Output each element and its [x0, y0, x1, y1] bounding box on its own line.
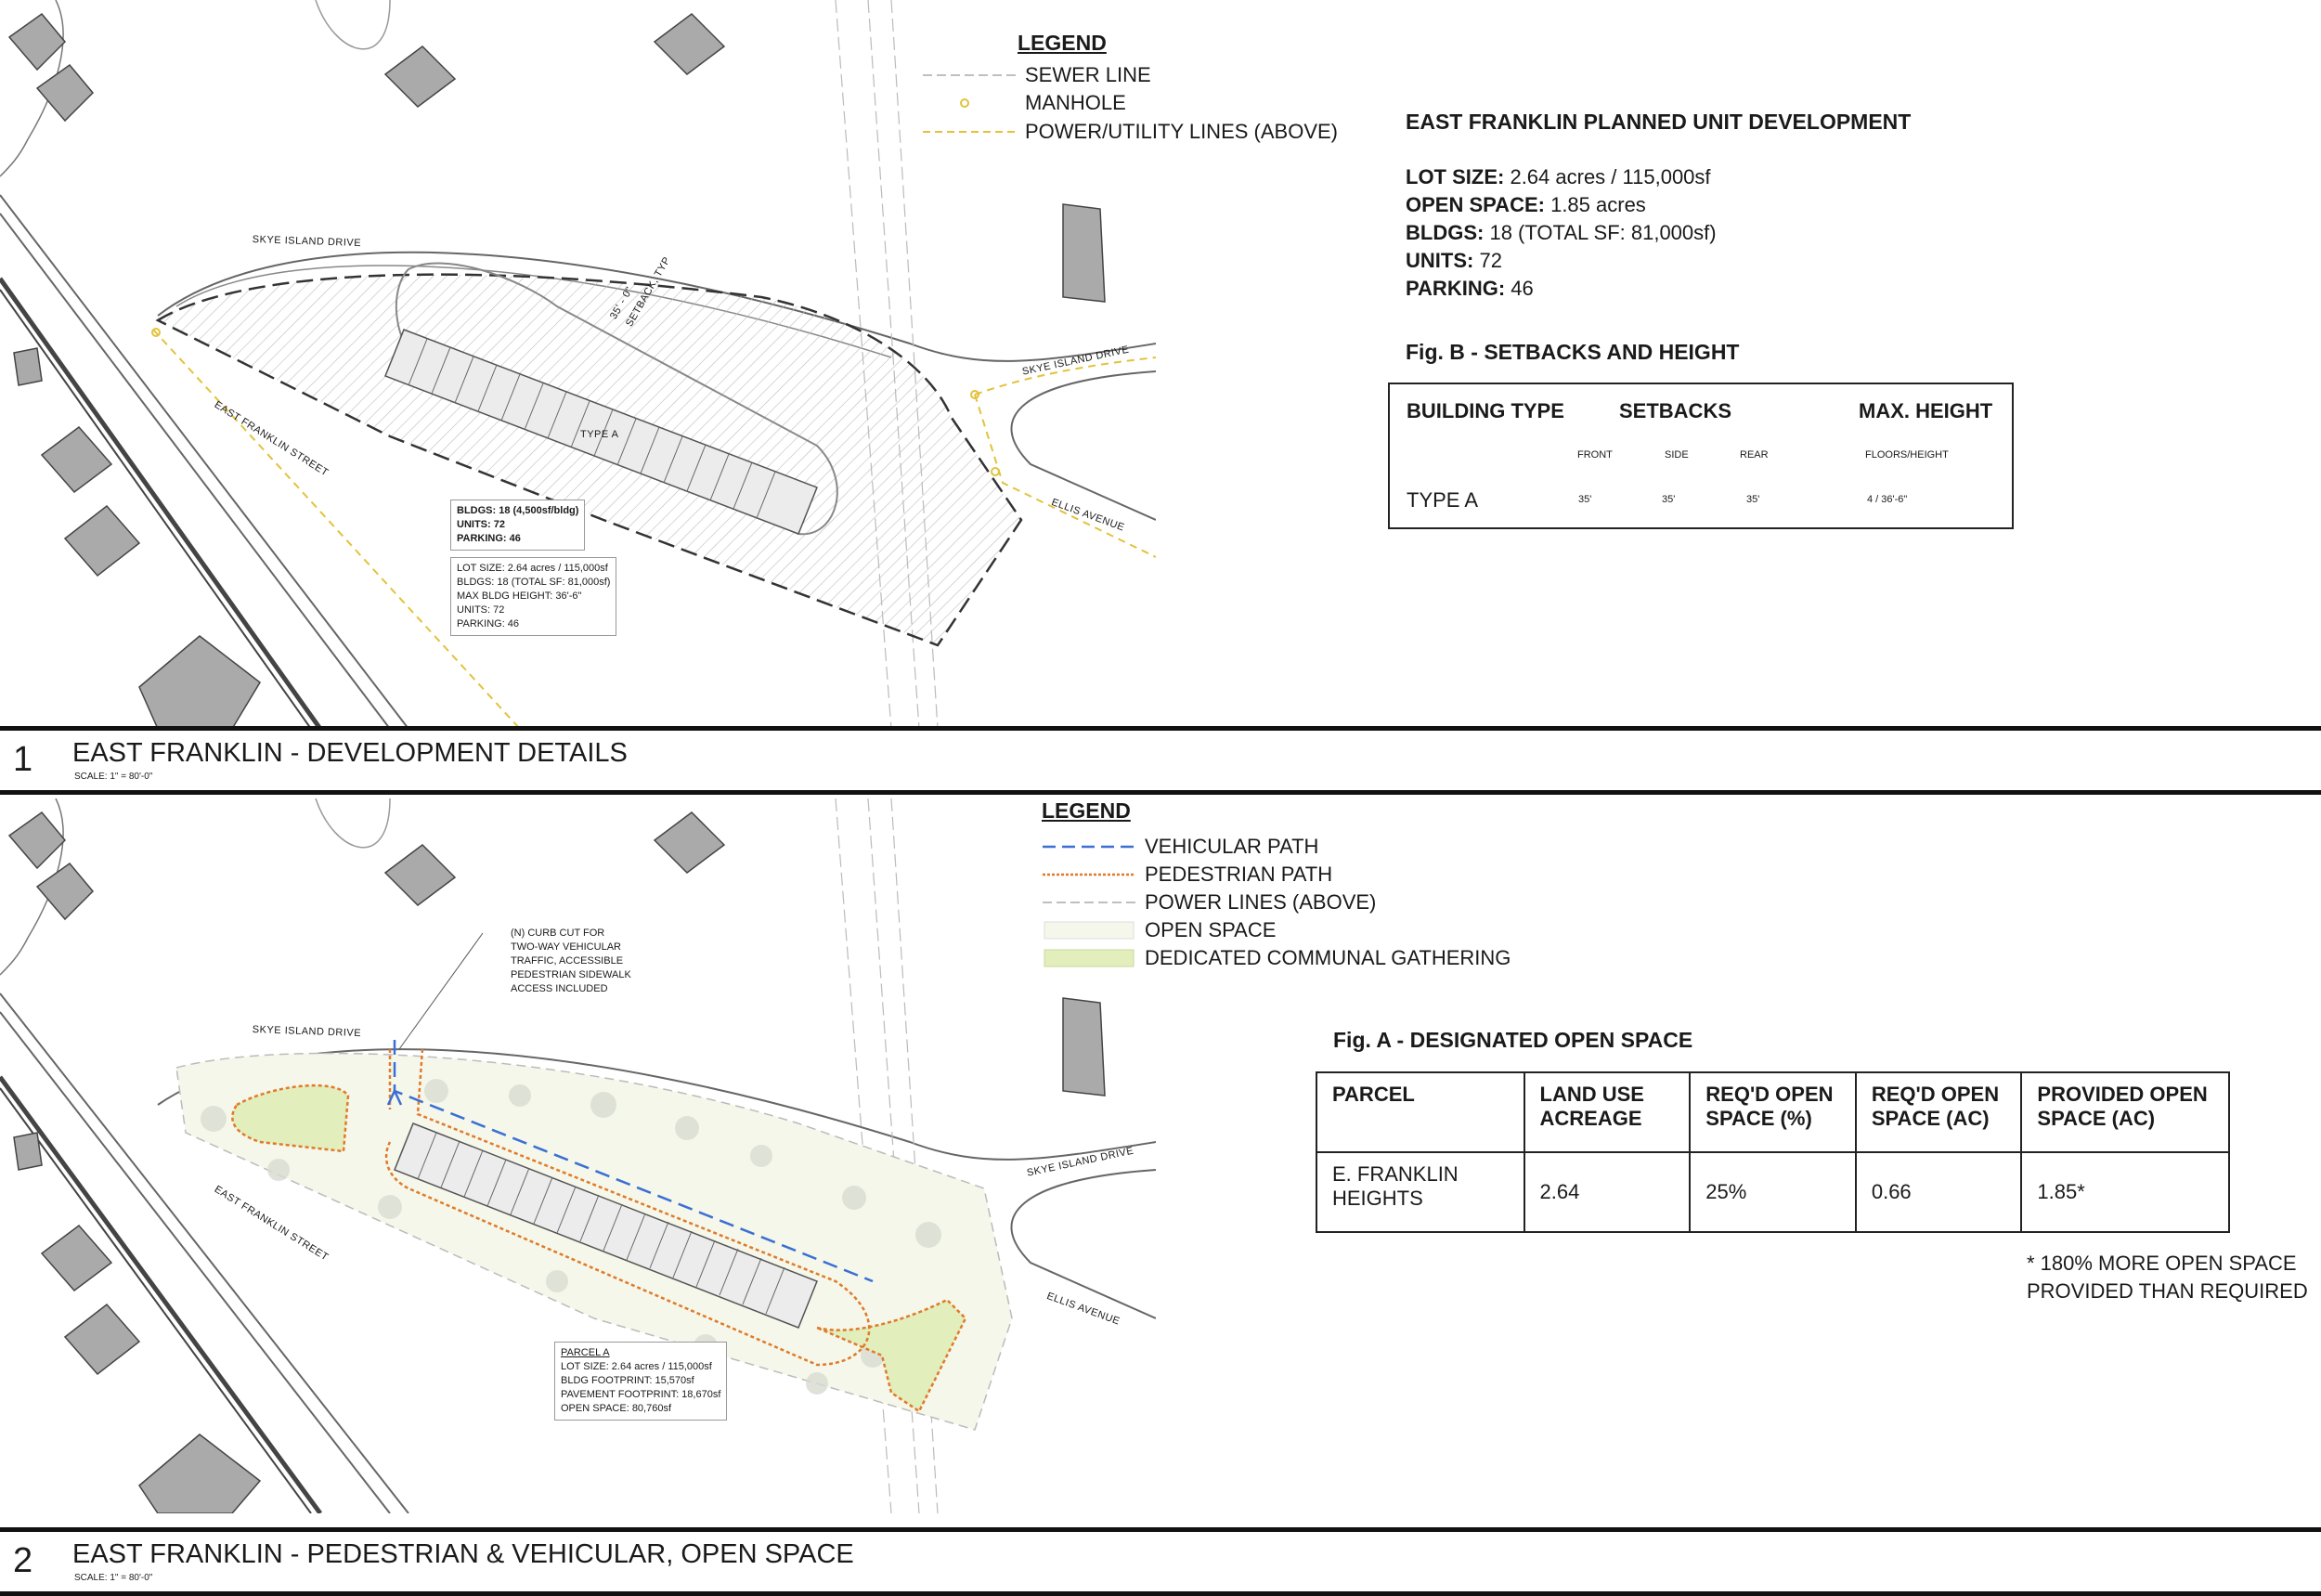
info-parking: PARKING: 46 — [1406, 277, 1534, 300]
fig-b-sub-side: SIDE — [1665, 449, 1689, 461]
fig-a-table: PARCEL LAND USE ACREAGE REQ'D OPEN SPACE… — [1316, 1071, 2230, 1233]
fig-a-header-req-ac: REQ'D OPEN SPACE (AC) — [1854, 1071, 2023, 1153]
legend-title-1: LEGEND — [1018, 31, 1107, 55]
fig-a-cell-provided-ac: 1.85* — [2020, 1151, 2230, 1233]
vehicular-path-icon — [1043, 845, 1135, 849]
fig-b-col-building-type: BUILDING TYPE — [1407, 399, 1564, 422]
fig-b-row-type: TYPE A — [1407, 488, 1479, 512]
title-bar-2: 2 EAST FRANKLIN - PEDESTRIAN & VEHICULAR… — [0, 1527, 2321, 1596]
fig-b-sub-front: FRONT — [1577, 449, 1613, 461]
callout-bldg-summary: BLDGS: 18 (4,500sf/bldg) UNITS: 72 PARKI… — [450, 500, 586, 551]
building-type-label: TYPE A — [580, 429, 619, 440]
legend-title-2: LEGEND — [1042, 798, 1131, 823]
fig-a-header-req-pct: REQ'D OPEN SPACE (%) — [1689, 1071, 1857, 1153]
fig-a-cell-req-ac: 0.66 — [1854, 1151, 2023, 1233]
drawing-title-1: EAST FRANKLIN - DEVELOPMENT DETAILS — [72, 738, 628, 768]
info-bldgs: BLDGS: 18 (TOTAL SF: 81,000sf) — [1406, 221, 1717, 244]
curb-cut-note: (N) CURB CUT FOR TWO-WAY VEHICULAR TRAFF… — [511, 928, 631, 994]
fig-a-header-provided-ac: PROVIDED OPEN SPACE (AC) — [2020, 1071, 2230, 1153]
gathering-swatch-icon — [1044, 949, 1135, 967]
power-line-icon — [1043, 902, 1135, 903]
fig-a-header-row: PARCEL LAND USE ACREAGE REQ'D OPEN SPACE… — [1316, 1071, 2230, 1153]
site-plan-1 — [0, 0, 1156, 729]
callout-lot-summary: LOT SIZE: 2.64 acres / 115,000sf BLDGS: … — [450, 557, 617, 636]
fig-a-header-parcel: PARCEL — [1316, 1071, 1525, 1153]
fig-a-cell-acreage: 2.64 — [1523, 1151, 1692, 1233]
fig-b-row-rear: 35' — [1746, 494, 1760, 505]
info-lot-size: LOT SIZE: 2.64 acres / 115,000sf — [1406, 165, 1711, 188]
drawing-scale-1: SCALE: 1" = 80'-0" — [74, 772, 153, 782]
drawing-number-2: 2 — [13, 1541, 33, 1580]
open-space-swatch-icon — [1044, 921, 1135, 940]
drawing-scale-2: SCALE: 1" = 80'-0" — [74, 1573, 153, 1583]
fig-b-col-max-height: MAX. HEIGHT — [1859, 399, 1993, 422]
fig-b-row-front: 35' — [1578, 494, 1592, 505]
utility-line-icon — [923, 131, 1016, 133]
fig-b-title: Fig. B - SETBACKS AND HEIGHT — [1406, 340, 1740, 364]
fig-b-table: BUILDING TYPE SETBACKS MAX. HEIGHT FRONT… — [1388, 383, 2014, 529]
fig-b-row-height: 4 / 36'-6" — [1867, 494, 1908, 505]
fig-a-footnote-2: PROVIDED THAN REQUIRED — [2027, 1279, 2308, 1303]
fig-a-header-acreage: LAND USE ACREAGE — [1523, 1071, 1692, 1153]
fig-a-cell-parcel: E. FRANKLIN HEIGHTS — [1316, 1151, 1525, 1233]
fig-b-row-side: 35' — [1662, 494, 1676, 505]
manhole-icon — [960, 98, 969, 108]
callout-parcel-a: PARCEL A LOT SIZE: 2.64 acres / 115,000s… — [554, 1342, 728, 1421]
fig-b-sub-rear: REAR — [1740, 449, 1769, 461]
fig-a-cell-req-pct: 25% — [1689, 1151, 1857, 1233]
panel-development-details: SKYE ISLAND DRIVE SKYE ISLAND DRIVE EAST… — [0, 0, 2321, 729]
fig-a-footnote-1: * 180% MORE OPEN SPACE — [2027, 1252, 2297, 1275]
fig-b-col-setbacks: SETBACKS — [1619, 399, 1732, 422]
fig-b-sub-floors: FLOORS/HEIGHT — [1865, 449, 1949, 461]
drawing-number-1: 1 — [13, 740, 33, 779]
title-bar-1: 1 EAST FRANKLIN - DEVELOPMENT DETAILS SC… — [0, 726, 2321, 795]
pud-heading: EAST FRANKLIN PLANNED UNIT DEVELOPMENT — [1406, 110, 1912, 134]
fig-a-data-row: E. FRANKLIN HEIGHTS 2.64 25% 0.66 1.85* — [1316, 1151, 2230, 1233]
site-plan-2 — [0, 798, 1156, 1513]
sewer-line-icon — [923, 74, 1016, 76]
drawing-title-2: EAST FRANKLIN - PEDESTRIAN & VEHICULAR, … — [72, 1539, 854, 1569]
panel-pedestrian-vehicular: SKYE ISLAND DRIVE SKYE ISLAND DRIVE EAST… — [0, 798, 2321, 1513]
pedestrian-path-icon — [1043, 873, 1135, 876]
info-open-space: OPEN SPACE: 1.85 acres — [1406, 193, 1646, 216]
fig-a-title: Fig. A - DESIGNATED OPEN SPACE — [1333, 1028, 1693, 1052]
info-units: UNITS: 72 — [1406, 249, 1502, 272]
